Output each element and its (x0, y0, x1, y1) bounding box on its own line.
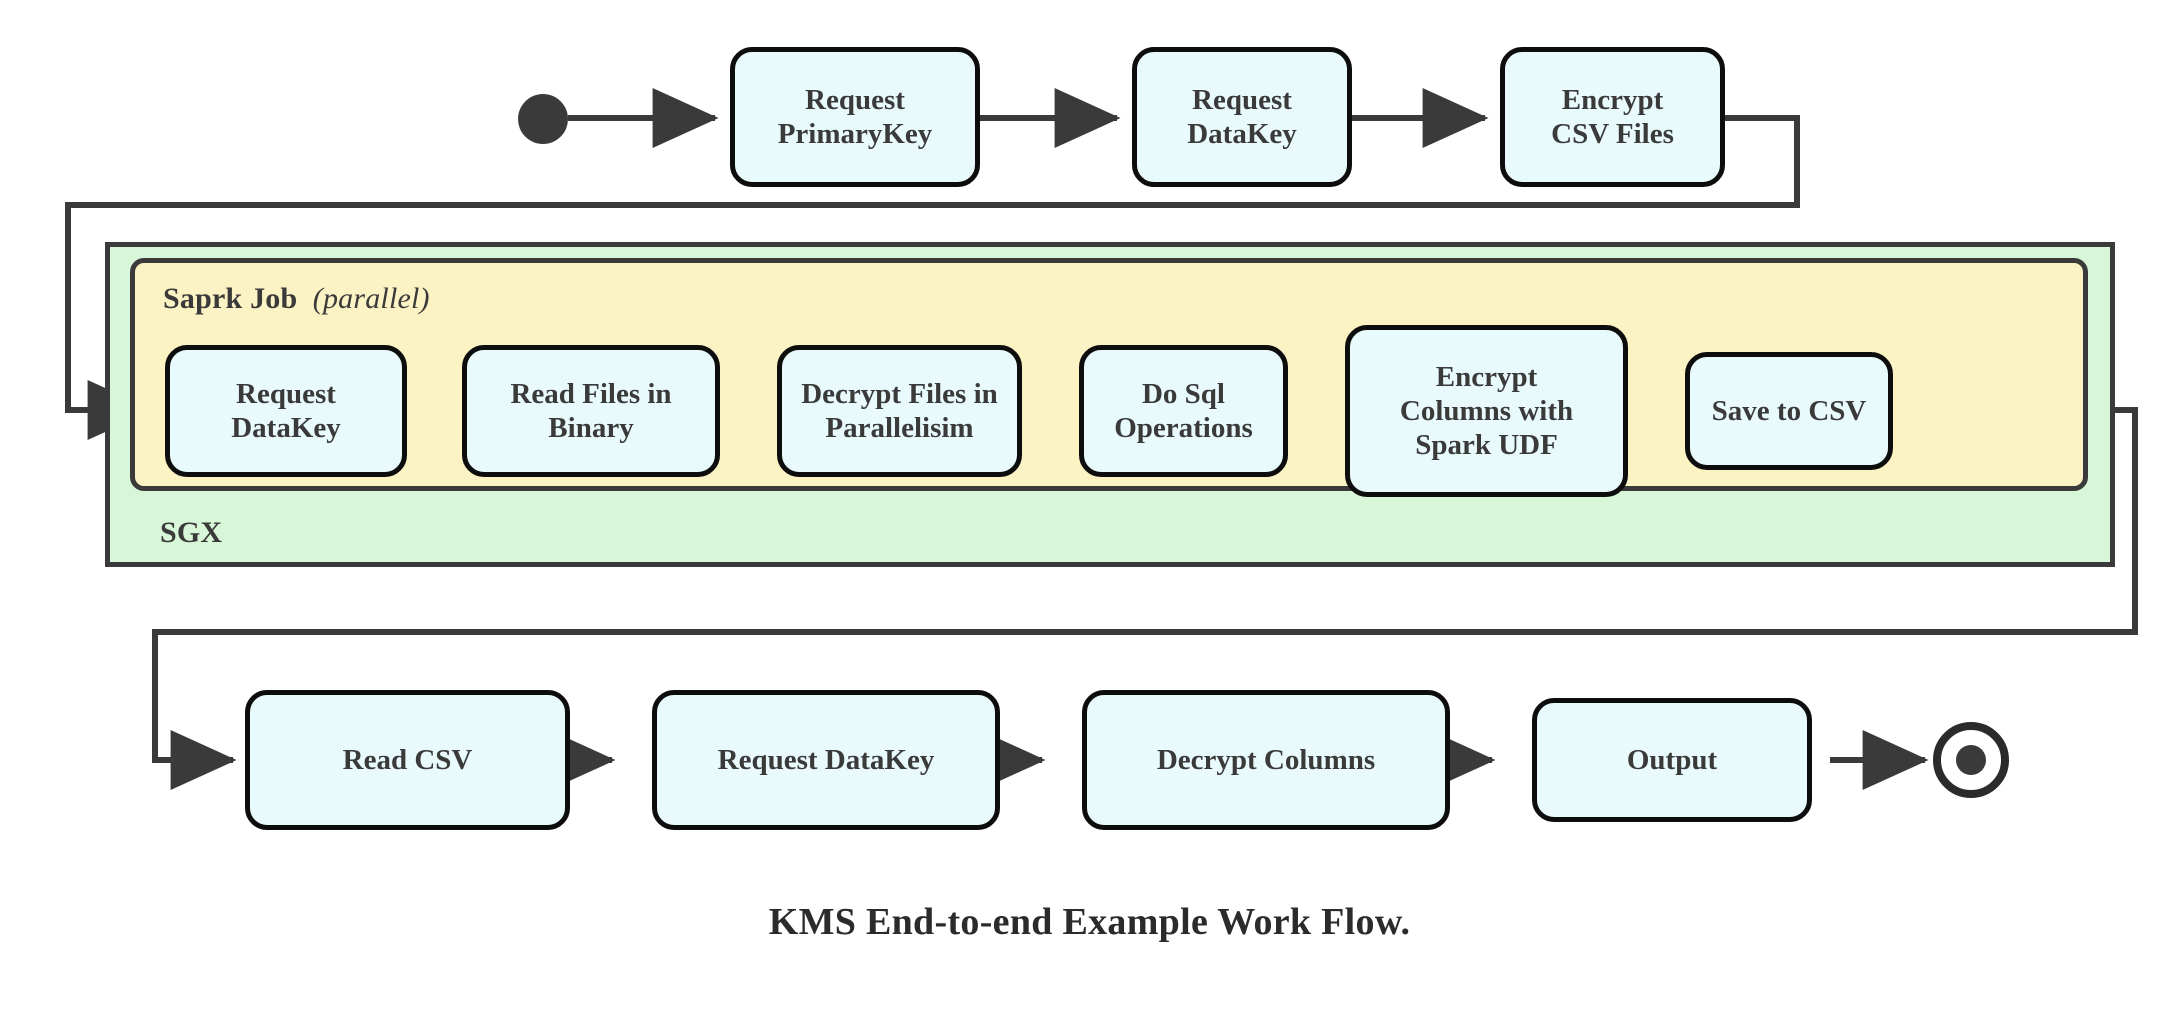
node-line: Parallelisim (825, 412, 974, 444)
spark-job-label-italic: (parallel) (312, 282, 430, 315)
node-encrypt-csv-files[interactable]: Encrypt CSV Files (1500, 47, 1725, 187)
node-line: DataKey (231, 412, 341, 444)
node-line: Save to CSV (1711, 394, 1867, 427)
node-read-csv[interactable]: Read CSV (245, 690, 570, 830)
node-line: Request (236, 377, 336, 410)
node-line: Operations (1114, 412, 1253, 444)
node-line: Request (805, 83, 905, 116)
node-save-to-csv[interactable]: Save to CSV (1685, 352, 1893, 470)
node-line: Do Sql (1141, 377, 1225, 410)
node-line: Encrypt (1435, 360, 1538, 393)
node-request-datakey-bottom[interactable]: Request DataKey (652, 690, 1000, 830)
node-decrypt-files-in-parallelisim[interactable]: Decrypt Files in Parallelisim (777, 345, 1022, 477)
node-request-datakey-top[interactable]: Request DataKey (1132, 47, 1352, 187)
sgx-container-label: SGX (160, 516, 223, 549)
node-line: Encrypt (1561, 83, 1664, 116)
spark-job-label-bold: Saprk Job (163, 282, 298, 315)
node-decrypt-columns[interactable]: Decrypt Columns (1082, 690, 1450, 830)
node-line: Decrypt Columns (1156, 743, 1376, 776)
node-line: Request (1192, 83, 1292, 116)
node-read-files-in-binary[interactable]: Read Files in Binary (462, 345, 720, 477)
spark-job-container-label: Saprk Job (parallel) (163, 282, 430, 316)
node-do-sql-operations[interactable]: Do Sql Operations (1079, 345, 1288, 477)
node-line: Request DataKey (717, 743, 935, 776)
node-line: PrimaryKey (777, 118, 933, 150)
node-line: Output (1626, 743, 1718, 776)
node-line: Binary (548, 412, 634, 444)
node-line: Columns with (1399, 394, 1574, 427)
node-request-datakey-spark[interactable]: Request DataKey (165, 345, 407, 477)
start-node (518, 94, 568, 144)
node-line: CSV Files (1551, 118, 1674, 150)
node-line: Decrypt Files in (801, 377, 998, 410)
diagram-caption: KMS End-to-end Example Work Flow. (768, 901, 1411, 943)
end-node (1933, 722, 2009, 798)
node-output[interactable]: Output (1532, 698, 1812, 822)
node-line: Read Files in (510, 377, 672, 410)
node-encrypt-columns-with-spark-udf[interactable]: Encrypt Columns with Spark UDF (1345, 325, 1628, 497)
node-line: Read CSV (342, 743, 473, 776)
node-request-primarykey[interactable]: Request PrimaryKey (730, 47, 980, 187)
node-line: DataKey (1187, 118, 1297, 150)
node-line: Spark UDF (1415, 429, 1558, 462)
